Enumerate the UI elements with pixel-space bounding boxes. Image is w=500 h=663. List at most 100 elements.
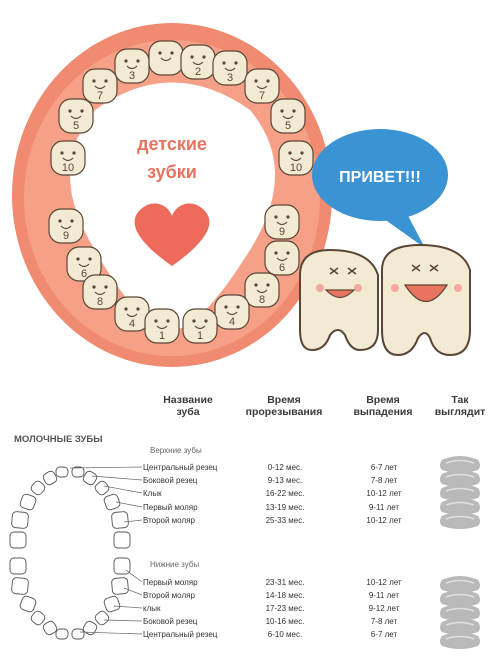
lower-loss-time: 6-7 лет — [370, 630, 398, 639]
tooth-number: 8 — [259, 294, 265, 306]
tooth-number: 10 — [62, 162, 74, 174]
lower-tooth: 9 — [48, 208, 84, 244]
lower-loss-time: 10-12 лет — [366, 578, 402, 587]
tooth-silhouette — [440, 618, 480, 635]
tooth-silhouette — [440, 604, 480, 621]
upper-tooth: 2 — [180, 44, 216, 80]
lower-tooth: 1 — [182, 308, 218, 344]
tooth-silhouettes — [440, 456, 480, 649]
upper-loss-time: 7-8 лет — [370, 476, 398, 485]
upper-jaw-tooth — [94, 480, 110, 496]
upper-tooth: 5 — [58, 98, 94, 134]
upper-jaw-tooth — [42, 470, 58, 486]
speech-bubble: ПРИВЕТ!!! — [312, 129, 448, 248]
lower-eruption-time: 23-31 мес. — [265, 578, 305, 587]
lower-jaw-tooth — [42, 620, 58, 636]
tooth-silhouette — [440, 484, 480, 501]
lower-tooth-name: Второй моляр — [143, 591, 195, 600]
leader-line — [123, 519, 143, 523]
lower-jaw-tooth — [111, 577, 129, 595]
lower-eruption-time: 6-10 мес. — [267, 630, 303, 639]
upper-loss-time: 9-11 лет — [368, 503, 400, 512]
upper-loss-time: 10-12 лет — [366, 516, 402, 525]
leader-line — [113, 605, 143, 609]
lower-jaw-tooth — [82, 620, 98, 636]
lower-loss-time: 7-8 лет — [370, 617, 398, 626]
tooth-silhouette — [440, 456, 480, 473]
tooth-number: 7 — [259, 90, 265, 102]
lower-jaw-diagram — [9, 557, 143, 640]
lower-eruption-time: 14-18 мес. — [265, 591, 305, 600]
tooth-number: 9 — [63, 230, 69, 242]
tooth-number: 4 — [229, 316, 235, 328]
tooth-number: 5 — [285, 120, 291, 132]
tooth-number: 5 — [73, 120, 79, 132]
lower-jaw-tooth — [30, 610, 46, 626]
upper-jaw-tooth — [30, 480, 46, 496]
upper-tooth: 3 — [212, 50, 248, 86]
upper-jaw-tooth — [9, 531, 27, 549]
leader-line — [125, 569, 143, 583]
leader-line — [103, 619, 143, 622]
lower-tooth: 8 — [82, 274, 118, 310]
upper-eruption-time: 9-13 мес. — [267, 476, 303, 485]
lower-teeth-label: Нижние зубы — [150, 560, 200, 569]
heart-icon — [134, 203, 210, 266]
lower-tooth: 6 — [66, 246, 102, 282]
tooth-silhouette — [440, 512, 480, 529]
upper-jaw-tooth — [11, 511, 29, 529]
lower-jaw-tooth — [94, 610, 110, 626]
tooth-number: 10 — [290, 162, 302, 174]
lower-loss-time: 9-11 лет — [368, 591, 400, 600]
lower-tooth: 4 — [114, 296, 150, 332]
tooth-number: 3 — [129, 70, 135, 82]
lower-jaw-tooth — [11, 577, 29, 595]
title-line-2: зубки — [147, 162, 197, 182]
palate — [70, 82, 275, 330]
tooth-silhouette — [440, 632, 480, 649]
upper-loss-time: 10-12 лет — [366, 489, 402, 498]
leader-line — [69, 466, 143, 469]
upper-tooth-name: Клык — [143, 489, 162, 498]
tooth-number: 8 — [97, 296, 103, 308]
speech-text: ПРИВЕТ!!! — [339, 169, 421, 186]
tooth-silhouette — [440, 590, 480, 607]
upper-tooth-name: Второй моляр — [143, 516, 195, 525]
title-line-1: детские — [137, 134, 207, 154]
upper-eruption-time: 25-33 мес. — [265, 516, 305, 525]
upper-jaw-tooth — [71, 466, 85, 478]
tooth-silhouette — [440, 498, 480, 515]
leader-line — [115, 501, 143, 508]
leader-line — [103, 485, 143, 494]
upper-tooth-name: Центральный резец — [143, 463, 218, 472]
happy-tooth-left — [299, 248, 379, 352]
upper-jaw-tooth — [55, 466, 69, 478]
upper-tooth: 7 — [244, 68, 280, 104]
upper-tooth: 10 — [50, 140, 86, 176]
upper-jaw-tooth — [19, 493, 37, 511]
tooth-silhouette — [440, 470, 480, 487]
tooth-silhouette — [440, 576, 480, 593]
lower-jaw-tooth — [19, 595, 37, 613]
upper-tooth-name: Боковой резец — [143, 476, 198, 485]
upper-eruption-time: 13-19 мес. — [265, 503, 305, 512]
lower-tooth: 6 — [264, 240, 300, 276]
lower-tooth-name: Боковой резец — [143, 617, 198, 626]
lower-tooth: 9 — [264, 204, 300, 240]
upper-eruption-time: 0-12 мес. — [267, 463, 303, 472]
lower-tooth: 8 — [244, 272, 280, 308]
lower-loss-time: 9-12 лет — [368, 604, 400, 613]
lower-tooth: 1 — [144, 308, 180, 344]
tooth-number: 9 — [279, 226, 285, 238]
tooth-number: 1 — [159, 330, 165, 342]
lower-jaw-tooth — [55, 628, 69, 640]
upper-tooth: 10 — [278, 140, 314, 176]
tooth-number: 7 — [97, 90, 103, 102]
